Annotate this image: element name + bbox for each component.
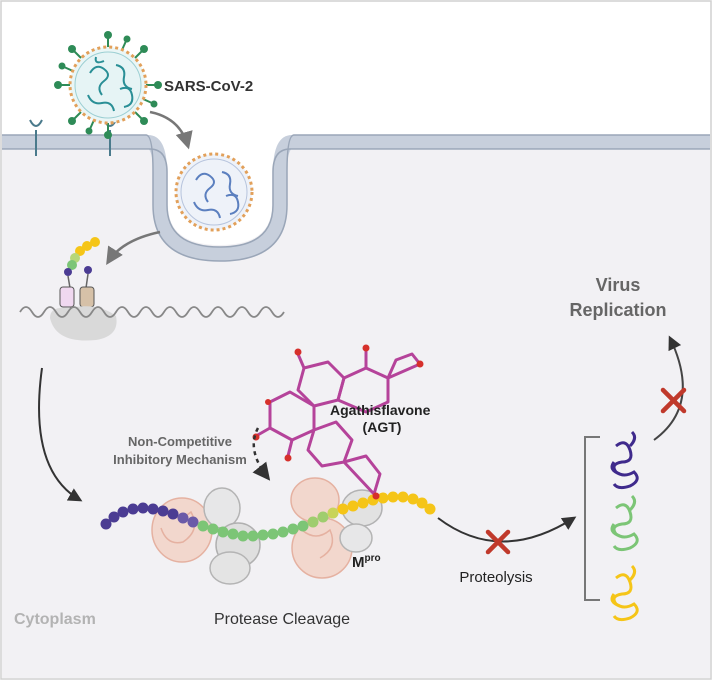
virus-icon [54,31,162,139]
proteolysis-label: Proteolysis [459,569,532,586]
inhibit-x-icon [660,387,687,414]
folded-protein-icon [610,430,639,490]
arrow-icon [437,516,577,543]
cytoplasm-label: Cytoplasm [14,611,96,628]
arrow-icon [38,367,83,502]
arrow-icon [106,230,161,265]
mrna-icon [19,306,285,318]
nascent-polypeptide [67,237,100,270]
protease-cleavage-label: Protease Cleavage [214,611,350,628]
bracket-icon [584,436,600,601]
virus-replication-label-line1: Virus [596,275,641,295]
mechanism-label-line2: Inhibitory Mechanism [113,452,247,467]
agt-label: (AGT) [363,419,402,435]
arrow-icon [149,110,193,150]
endosome-icon [174,152,254,232]
virus-replication-label-line2: Replication [569,300,666,320]
inhibit-x-icon [485,529,511,555]
agathisflavone-molecule-icon [255,350,422,496]
trna-icon [59,266,95,308]
dashed-arrow-icon [252,427,271,481]
cell-membrane [2,135,710,261]
folded-protein-icon [610,564,639,622]
virus-label: SARS-CoV-2 [164,78,253,95]
mechanism-label-line1: Non-Competitive [128,434,232,449]
arrow-icon [653,335,684,441]
polyprotein-icon [100,491,436,542]
agathisflavone-label: Agathisflavone [330,402,431,418]
folded-protein-icon [610,494,639,552]
receptor-icon [29,119,43,156]
mpro-label: Mpro [352,553,381,571]
